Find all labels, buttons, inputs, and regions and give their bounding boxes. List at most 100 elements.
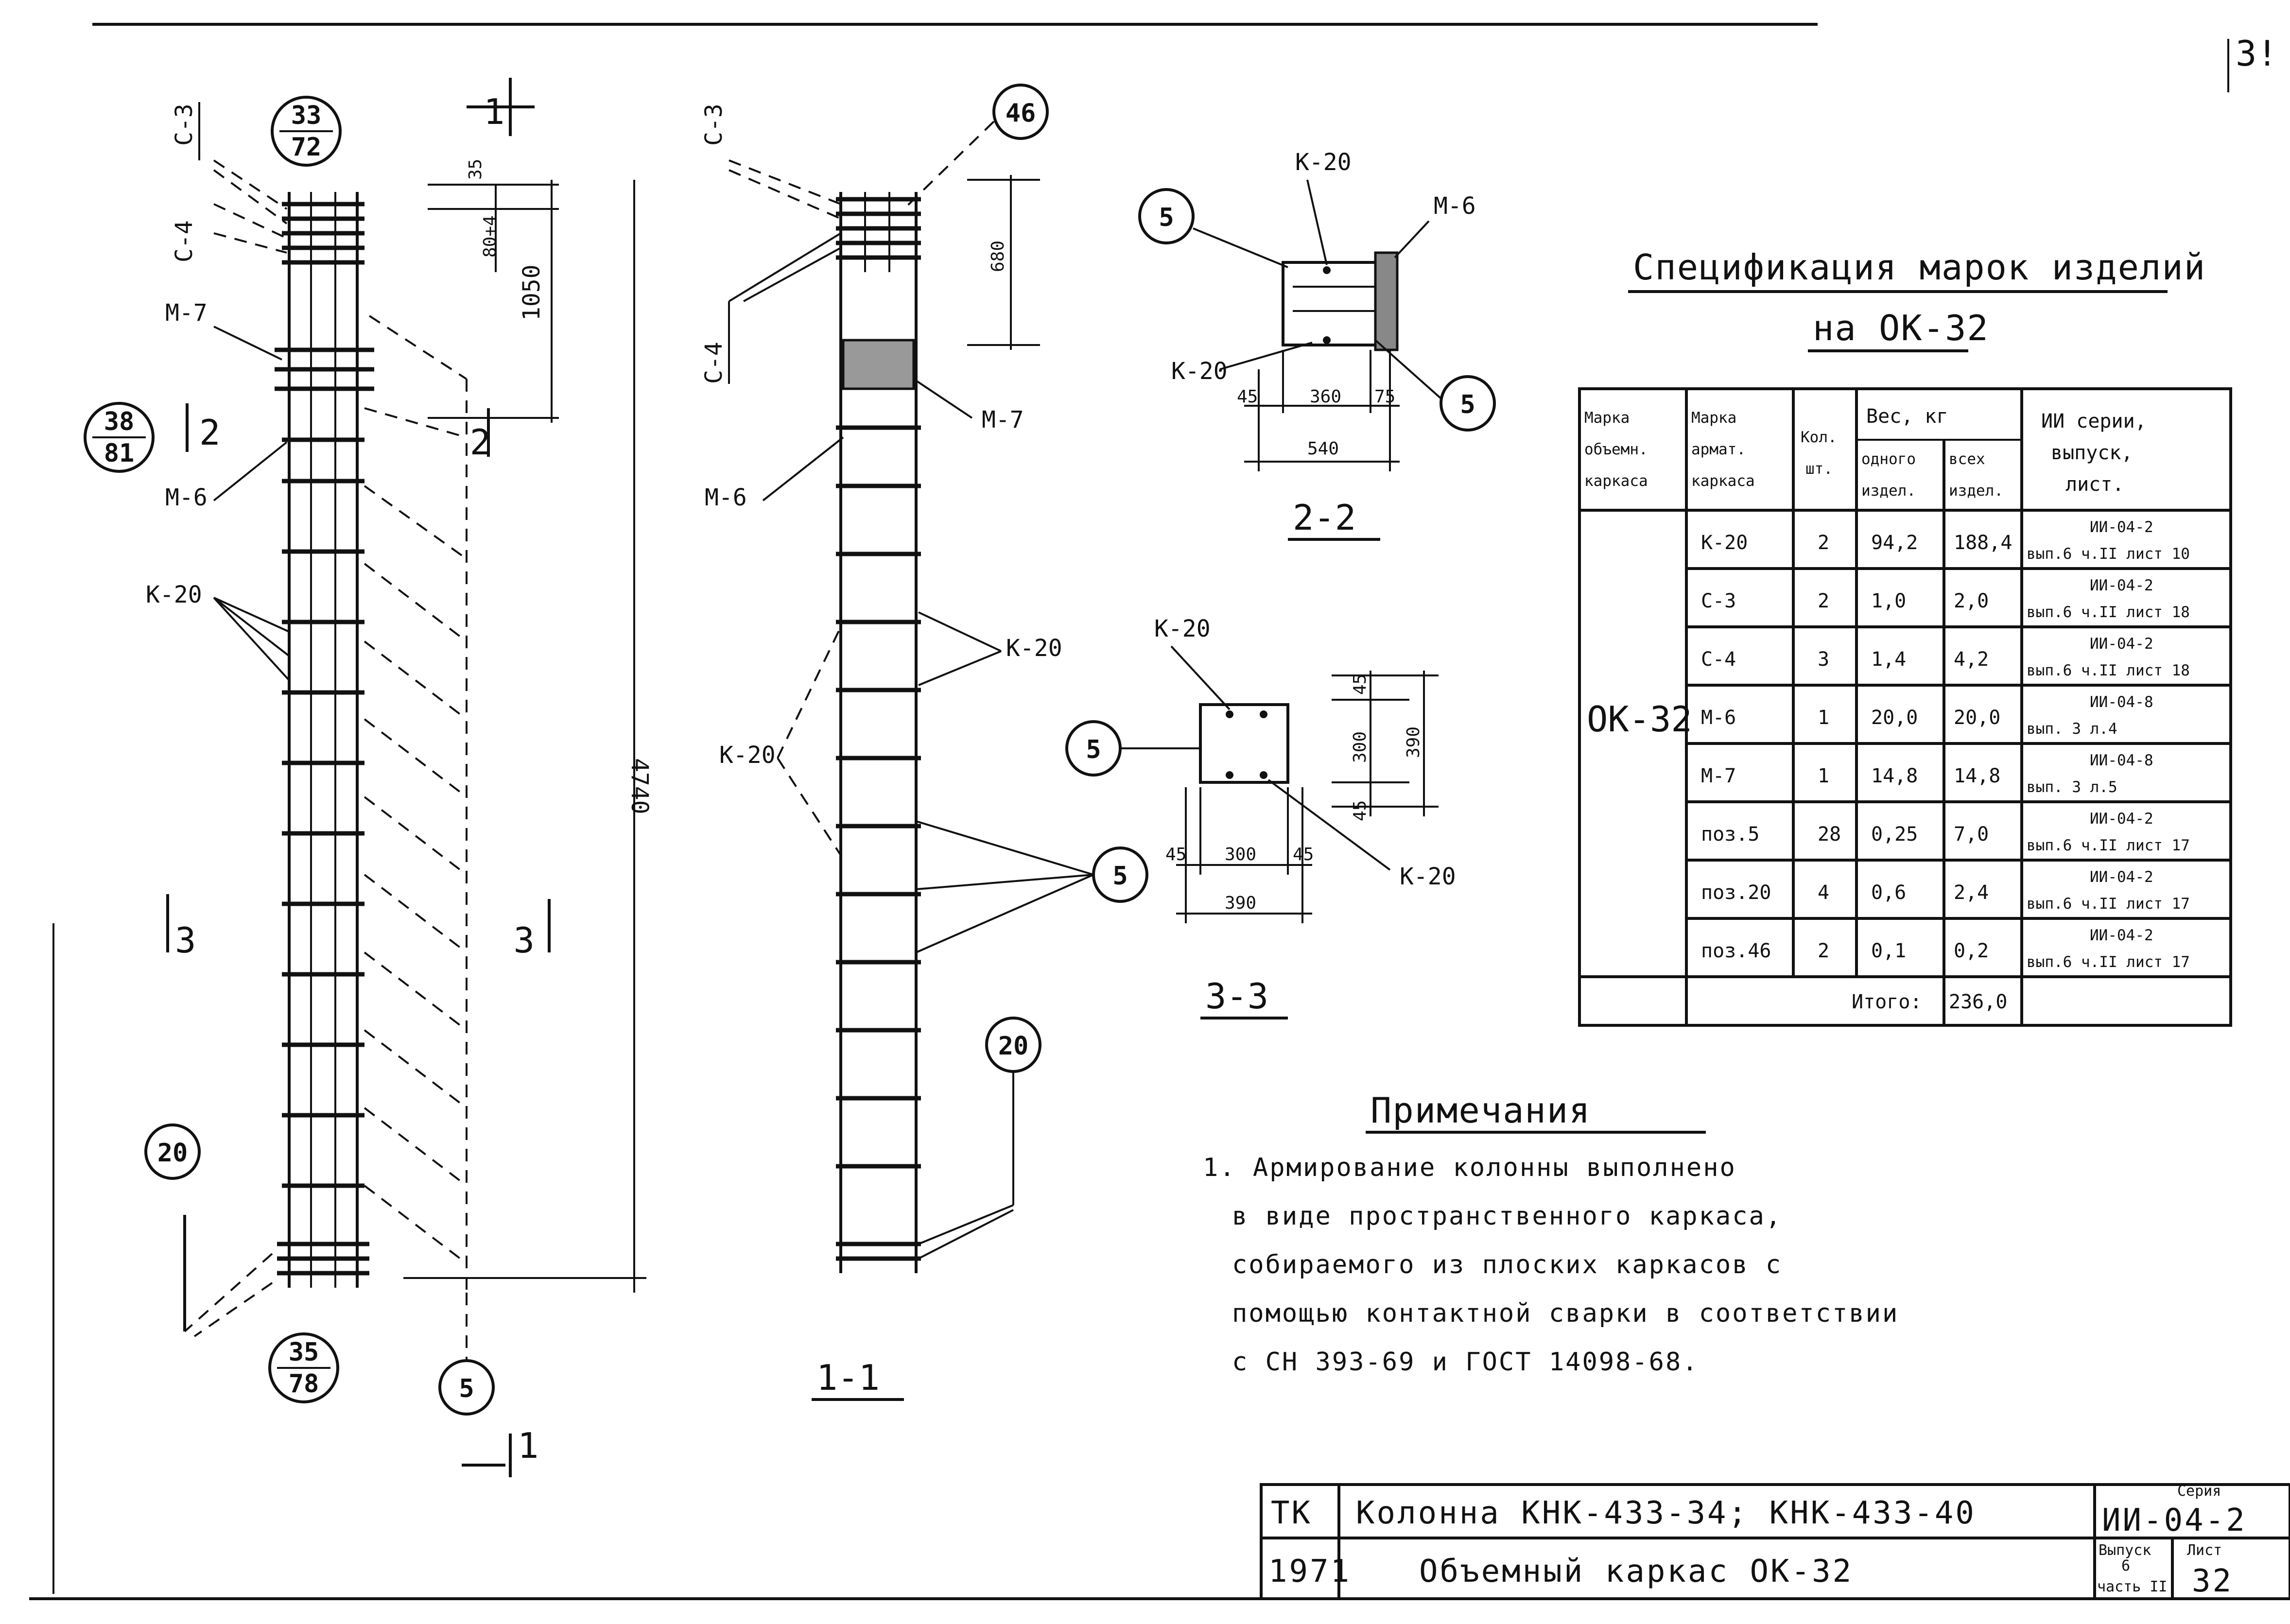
- section-title-1-1: 1-1: [816, 1357, 880, 1398]
- svg-text:выпуск,: выпуск,: [2051, 442, 2133, 464]
- svg-text:78: 78: [289, 1369, 319, 1399]
- svg-text:35: 35: [466, 159, 486, 180]
- svg-text:в виде пространственного карка: в виде пространственного каркаса,: [1232, 1202, 1782, 1231]
- section-marker-3: 3 3: [166, 894, 551, 961]
- dimensions-mid: 680: [967, 175, 1040, 350]
- spec-cell-ref2: вып.6 ч.II лист 17: [2027, 895, 2190, 913]
- position-20-mid: 20: [918, 1017, 1041, 1260]
- section-title-2-2: 2-2: [1293, 497, 1356, 538]
- svg-text:2: 2: [470, 422, 491, 463]
- svg-text:одного: одного: [1861, 450, 1916, 468]
- svg-text:К-20: К-20: [1154, 615, 1211, 642]
- svg-text:4740: 4740: [626, 758, 653, 814]
- svg-text:5: 5: [1112, 862, 1128, 891]
- notes-body: 1. Армирование колонны выполнено в виде …: [1203, 1153, 1899, 1377]
- section-title-3-3: 3-3: [1205, 976, 1268, 1017]
- spec-cell-ref1: ИИ-04-2: [2090, 927, 2153, 944]
- svg-text:лист.: лист.: [2065, 473, 2124, 496]
- svg-text:каркаса: каркаса: [1691, 472, 1755, 490]
- spec-cell-one: 0,1: [1871, 940, 1906, 962]
- tb-issue-label: Выпуск: [2099, 1542, 2151, 1559]
- svg-text:38: 38: [104, 407, 135, 436]
- label-k20-mid-left: К-20: [719, 742, 776, 769]
- svg-text:К-20: К-20: [1400, 863, 1456, 890]
- svg-text:45: 45: [1165, 845, 1186, 864]
- detail-circle-38-81: 38 81: [84, 402, 155, 473]
- tb-title2: Объемный каркас ОК-32: [1419, 1554, 1853, 1589]
- spec-cell-all: 2,4: [1954, 881, 1989, 904]
- spec-cell-mark: поз.46: [1701, 940, 1771, 962]
- spec-cell-mark: М-7: [1701, 765, 1736, 787]
- tb-year: 1971: [1268, 1554, 1351, 1589]
- spec-cell-ref1: ИИ-04-2: [2090, 518, 2153, 536]
- spec-group-mark: ОК-32: [1587, 699, 1692, 740]
- spec-cell-all: 2,0: [1954, 590, 1989, 612]
- svg-text:360: 360: [1310, 387, 1341, 407]
- svg-text:75: 75: [1374, 387, 1395, 407]
- svg-text:5: 5: [1086, 735, 1101, 764]
- spec-cell-mark: С-4: [1701, 648, 1736, 671]
- spec-cell-all: 20,0: [1954, 707, 2000, 729]
- svg-text:3: 3: [514, 920, 535, 961]
- svg-text:помощью контактной сварки в со: помощью контактной сварки в соответствии: [1232, 1299, 1899, 1328]
- svg-text:издел.: издел.: [1949, 482, 2003, 500]
- svg-text:45: 45: [1350, 800, 1370, 821]
- spec-cell-ref1: ИИ-04-2: [2090, 577, 2153, 594]
- svg-text:с СН 393-69 и ГОСТ 14098-68.: с СН 393-69 и ГОСТ 14098-68.: [1232, 1348, 1699, 1377]
- spec-cell-ref1: ИИ-04-8: [2090, 693, 2153, 711]
- svg-text:45: 45: [1350, 674, 1370, 695]
- svg-text:300: 300: [1350, 731, 1370, 763]
- label-k20-mid-right: К-20: [1006, 635, 1062, 662]
- spec-cell-qty: 2: [1818, 940, 1829, 962]
- svg-text:5: 5: [1159, 203, 1174, 232]
- tb-part-value: часть II: [2097, 1578, 2168, 1595]
- svg-text:К-20: К-20: [1295, 149, 1352, 176]
- spec-cell-ref1: ИИ-04-8: [2090, 752, 2153, 769]
- svg-text:20: 20: [157, 1139, 188, 1168]
- spec-cell-qty: 4: [1818, 881, 1829, 904]
- section-3-3-view: К-20 5 К-20 45 300 45 390 45 300 390 45: [1065, 615, 1456, 923]
- tb-sheet-label: Лист: [2187, 1542, 2222, 1559]
- svg-text:20: 20: [998, 1032, 1029, 1061]
- label-c4-mid: С-4: [700, 342, 728, 384]
- position-46: 46: [903, 84, 1049, 210]
- position-20-left: 20: [144, 1123, 201, 1180]
- spec-cell-qty: 2: [1818, 590, 1829, 612]
- svg-text:Кол.: Кол.: [1801, 429, 1837, 446]
- notes-title: Примечания: [1371, 1090, 1591, 1131]
- svg-text:45: 45: [1237, 387, 1258, 407]
- spec-cell-mark: поз.20: [1701, 881, 1771, 904]
- spec-cell-one: 14,8: [1871, 765, 1918, 787]
- spec-subtitle: на ОК-32: [1813, 308, 1989, 348]
- tb-issue-value: 6: [2121, 1557, 2130, 1574]
- spec-cell-all: 14,8: [1954, 765, 2000, 787]
- spec-cell-one: 1,0: [1871, 590, 1906, 612]
- svg-text:Марка: Марка: [1584, 409, 1630, 427]
- svg-text:46: 46: [1006, 99, 1036, 128]
- spec-cell-ref1: ИИ-04-2: [2090, 810, 2153, 828]
- svg-text:540: 540: [1307, 439, 1339, 459]
- position-5-left: 5: [438, 1359, 495, 1416]
- svg-text:390: 390: [1404, 726, 1423, 758]
- spec-cell-ref2: вып.6 ч.II лист 18: [2027, 604, 2190, 621]
- spec-cell-all: 7,0: [1954, 823, 1989, 846]
- tb-series-value: ИИ-04-2: [2102, 1503, 2247, 1538]
- title-block: [1260, 1483, 2290, 1600]
- spec-cell-one: 0,25: [1871, 823, 1918, 846]
- svg-text:80+4: 80+4: [480, 215, 500, 258]
- spec-cell-ref2: вып.6 ч.II лист 17: [2027, 837, 2190, 854]
- spec-cell-qty: 1: [1818, 707, 1829, 729]
- svg-text:шт.: шт.: [1805, 460, 1833, 478]
- spec-cell-mark: К-20: [1701, 532, 1748, 554]
- label-m6-left: М-6: [165, 484, 208, 511]
- label-k20-left: К-20: [146, 581, 202, 608]
- spec-cell-qty: 2: [1818, 532, 1829, 554]
- svg-text:5: 5: [459, 1374, 474, 1403]
- svg-text:1: 1: [484, 91, 504, 132]
- section-marker-2: 2 2: [186, 403, 491, 463]
- svg-text:390: 390: [1225, 893, 1256, 913]
- label-c3-left: С-3: [171, 104, 198, 146]
- section-marker-1-top: 1: [467, 78, 535, 136]
